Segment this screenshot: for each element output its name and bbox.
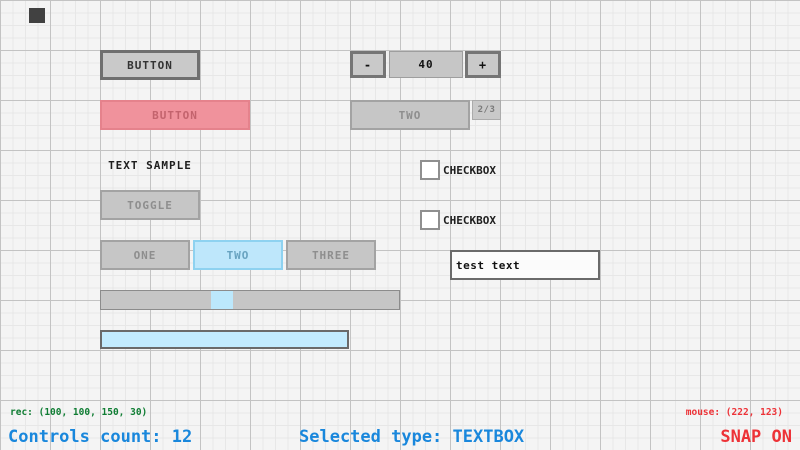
status-snap-indicator: SNAP ON — [720, 427, 792, 447]
progress-fill — [102, 332, 347, 347]
text-sample-label: TEXT SAMPLE — [108, 158, 192, 172]
tab-three[interactable]: THREE — [286, 240, 376, 270]
checkbox-1-label: CHECKBOX — [443, 163, 496, 177]
pink-button[interactable]: BUTTON — [100, 100, 250, 130]
slider-handle[interactable] — [211, 291, 233, 309]
slider-track[interactable] — [100, 290, 400, 310]
text-input[interactable] — [450, 250, 600, 280]
tab-one[interactable]: ONE — [100, 240, 190, 270]
checkbox-2-label: CHECKBOX — [443, 213, 496, 227]
spinner-increment-button[interactable]: + — [465, 51, 501, 78]
status-controls-count: Controls count: 12 — [8, 427, 193, 447]
spinner-value: 40 — [389, 51, 463, 78]
dropdown[interactable]: TWO — [350, 100, 470, 130]
checkbox-1-box[interactable] — [420, 160, 440, 180]
tab-two[interactable]: TWO — [193, 240, 283, 270]
dropdown-page-badge: 2/3 — [472, 100, 501, 120]
progress-bar — [100, 330, 349, 349]
status-mouse-info: mouse: (222, 123) — [685, 406, 783, 418]
toggle-button[interactable]: TOGGLE — [100, 190, 200, 220]
marker-square — [29, 8, 45, 23]
gray-button[interactable]: BUTTON — [100, 50, 200, 80]
status-selected-type: Selected type: TEXTBOX — [299, 427, 525, 447]
checkbox-2-box[interactable] — [420, 210, 440, 230]
status-rect-info: rec: (100, 100, 150, 30) — [10, 406, 148, 418]
spinner-decrement-button[interactable]: - — [350, 51, 386, 78]
